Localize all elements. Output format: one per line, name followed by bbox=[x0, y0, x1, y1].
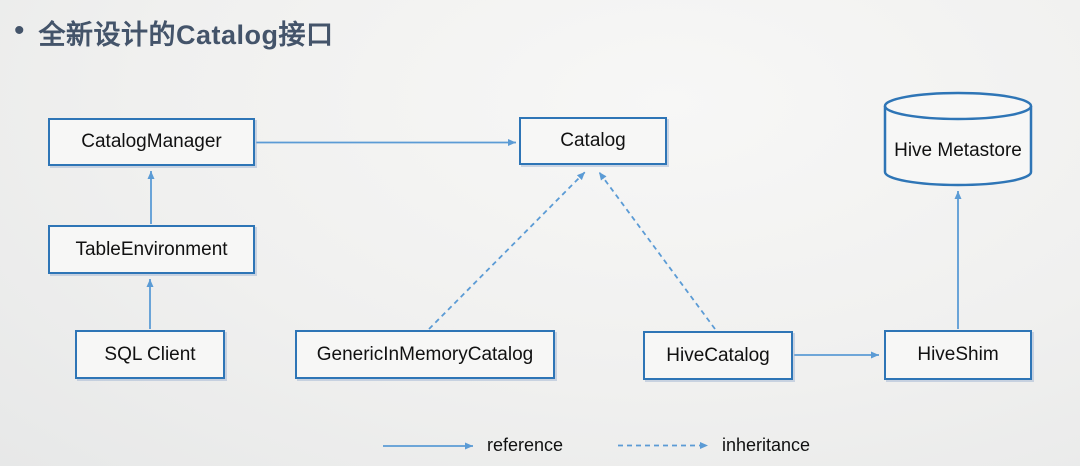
node-hive-catalog: HiveCatalog bbox=[643, 331, 793, 380]
node-catalog-manager: CatalogManager bbox=[48, 118, 255, 166]
hive-metastore-cylinder bbox=[883, 91, 1033, 187]
slide-title-row: • 全新设计的Catalog接口 bbox=[14, 13, 334, 52]
title-bullet: • bbox=[14, 13, 25, 47]
edge-genericinmemorycatalog-catalog bbox=[428, 171, 586, 330]
page-title: 全新设计的Catalog接口 bbox=[38, 20, 334, 50]
node-sql-client: SQL Client bbox=[75, 330, 225, 379]
node-hive-shim: HiveShim bbox=[884, 330, 1032, 380]
node-generic-in-memory-catalog: GenericInMemoryCatalog bbox=[295, 330, 555, 379]
edge-hivecatalog-catalog bbox=[598, 171, 716, 330]
node-table-environment: TableEnvironment bbox=[48, 225, 255, 274]
legend-inheritance-label: inheritance bbox=[722, 435, 811, 455]
node-catalog: Catalog bbox=[519, 117, 667, 165]
legend-reference-label: reference bbox=[487, 435, 564, 455]
node-hive-metastore-label: Hive Metastore bbox=[894, 140, 1022, 161]
